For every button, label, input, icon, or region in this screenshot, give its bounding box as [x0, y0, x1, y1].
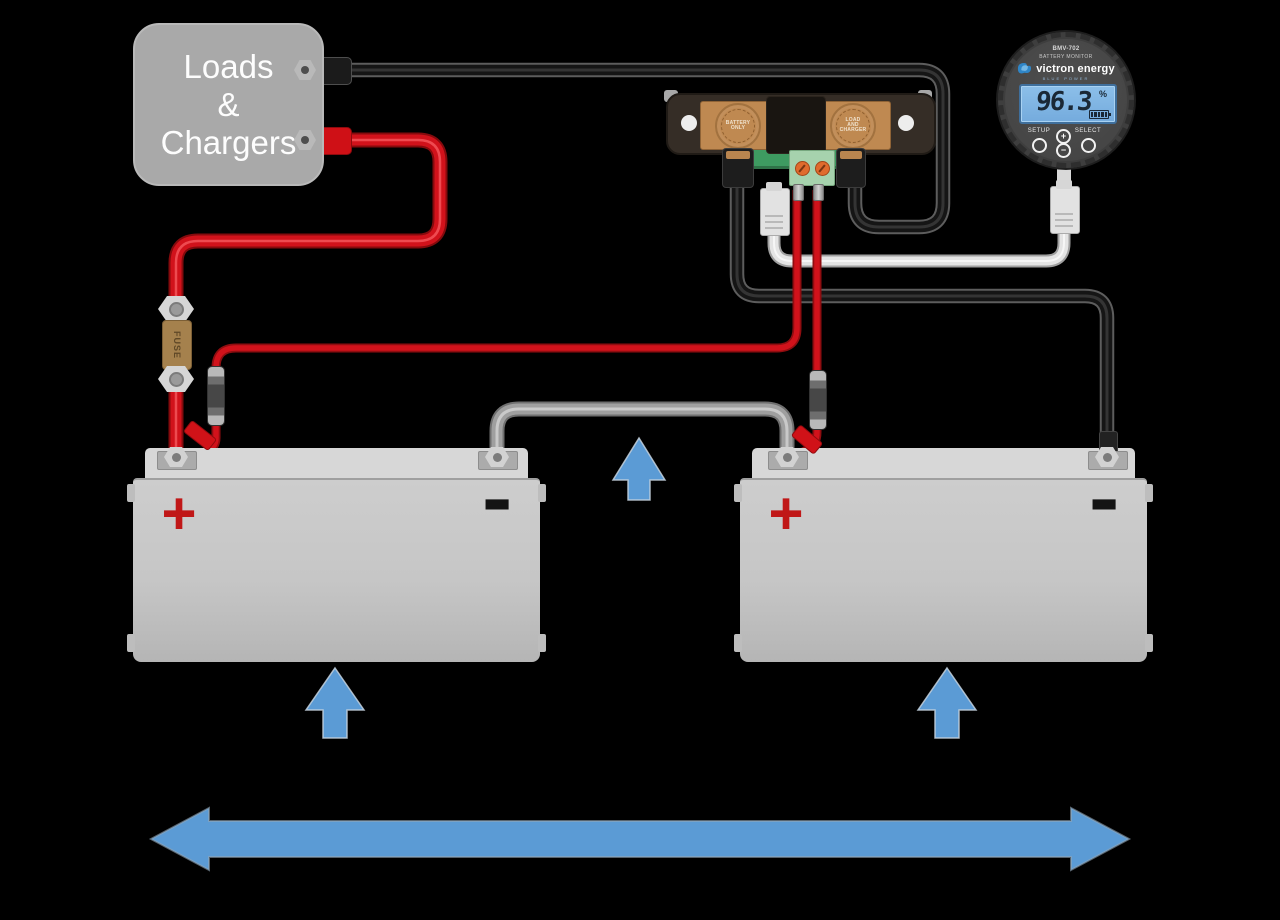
battery-left: + −	[127, 448, 546, 662]
terminal-nut-icon	[164, 447, 188, 467]
positive-symbol: +	[768, 480, 804, 547]
monitor-lcd: 96.3 %	[1019, 84, 1117, 124]
select-button-label: SELECT	[1074, 128, 1102, 134]
wire-ferrule-icon	[793, 184, 804, 201]
shunt-resistor-block	[766, 96, 826, 154]
negative-symbol: −	[1090, 451, 1118, 555]
victron-logo-icon	[1018, 62, 1032, 74]
battery-flange	[538, 484, 546, 502]
shunt-terminal-block	[789, 150, 835, 186]
battery-body	[740, 478, 1147, 662]
up-arrow-mid-icon	[611, 436, 667, 501]
soc-value: 96.3	[1035, 87, 1093, 117]
fuse-top-nut-icon	[158, 296, 194, 322]
shunt-mount-hole-left-icon	[681, 115, 697, 131]
battery-gauge-icon	[1089, 110, 1111, 119]
fuse-label: FUSE	[172, 330, 182, 359]
plus-button-glyph: +	[1060, 131, 1067, 141]
wire-ferrule-icon	[813, 184, 824, 201]
negative-symbol: −	[483, 451, 511, 555]
loads-box-line3: Chargers	[160, 123, 297, 161]
bank-span-arrow-icon	[148, 806, 1132, 872]
rj12-plug-monitor-icon	[1050, 180, 1080, 234]
terminal-nut-icon	[1095, 447, 1119, 467]
brand-tagline: BLUE POWER	[1042, 76, 1090, 81]
battery-right: + −	[734, 448, 1153, 662]
fuse-bottom-nut-icon	[158, 366, 194, 392]
loads-chargers-box: Loads & Chargers	[133, 23, 324, 186]
monitor-subtitle: BATTERY MONITOR	[1039, 54, 1093, 60]
shunt-mount-hole-right-icon	[898, 115, 914, 131]
setup-button[interactable]	[1032, 138, 1047, 153]
terminal-screw-icon	[815, 161, 830, 176]
brand-wordmark: victron energy	[1036, 62, 1115, 75]
positive-symbol: +	[161, 480, 197, 547]
battery-flange	[734, 484, 742, 502]
main-fuse: FUSE	[162, 320, 192, 370]
minus-button-glyph: −	[1060, 145, 1067, 155]
sense-fuse-battery1-icon	[207, 366, 225, 426]
terminal-nut-icon	[485, 447, 509, 467]
loads-negative-bolt-icon	[294, 60, 316, 80]
battery-flange	[1145, 634, 1153, 652]
monitor-model: BMV-702	[1052, 46, 1080, 52]
setup-button-label: SETUP	[1027, 128, 1051, 134]
up-arrow-battery1-icon	[304, 666, 366, 739]
shunt-battery-cable-lug	[722, 148, 754, 188]
battery-monitor: BMV-702 BATTERY MONITOR victron energy B…	[998, 32, 1134, 168]
battery-flange	[734, 634, 742, 652]
shunt-bolt-battery-side: BATTERY ONLY	[700, 101, 776, 150]
loads-positive-bolt-icon	[294, 130, 316, 150]
plus-button[interactable]: +	[1056, 129, 1071, 144]
soc-unit: %	[1098, 89, 1107, 99]
terminal-screw-icon	[795, 161, 810, 176]
battery-body	[133, 478, 540, 662]
loads-box-line2: &	[217, 85, 240, 123]
select-button[interactable]	[1081, 138, 1096, 153]
loads-box-line1: Loads	[183, 47, 274, 85]
battery-flange	[538, 634, 546, 652]
sense-fuse-battery2-icon	[809, 370, 827, 430]
shunt-load-cable-lug	[836, 148, 866, 188]
battery-flange	[127, 634, 135, 652]
battery-flange	[127, 484, 135, 502]
shunt-bolt-load-side: LOAD AND CHARGER	[815, 101, 891, 150]
battery-lid	[145, 448, 528, 481]
up-arrow-battery2-icon	[916, 666, 978, 739]
terminal-nut-icon	[775, 447, 799, 467]
battery-flange	[1145, 484, 1153, 502]
minus-button[interactable]: −	[1056, 143, 1071, 158]
rj12-plug-shunt-icon	[760, 182, 790, 236]
battery-lid	[752, 448, 1135, 481]
